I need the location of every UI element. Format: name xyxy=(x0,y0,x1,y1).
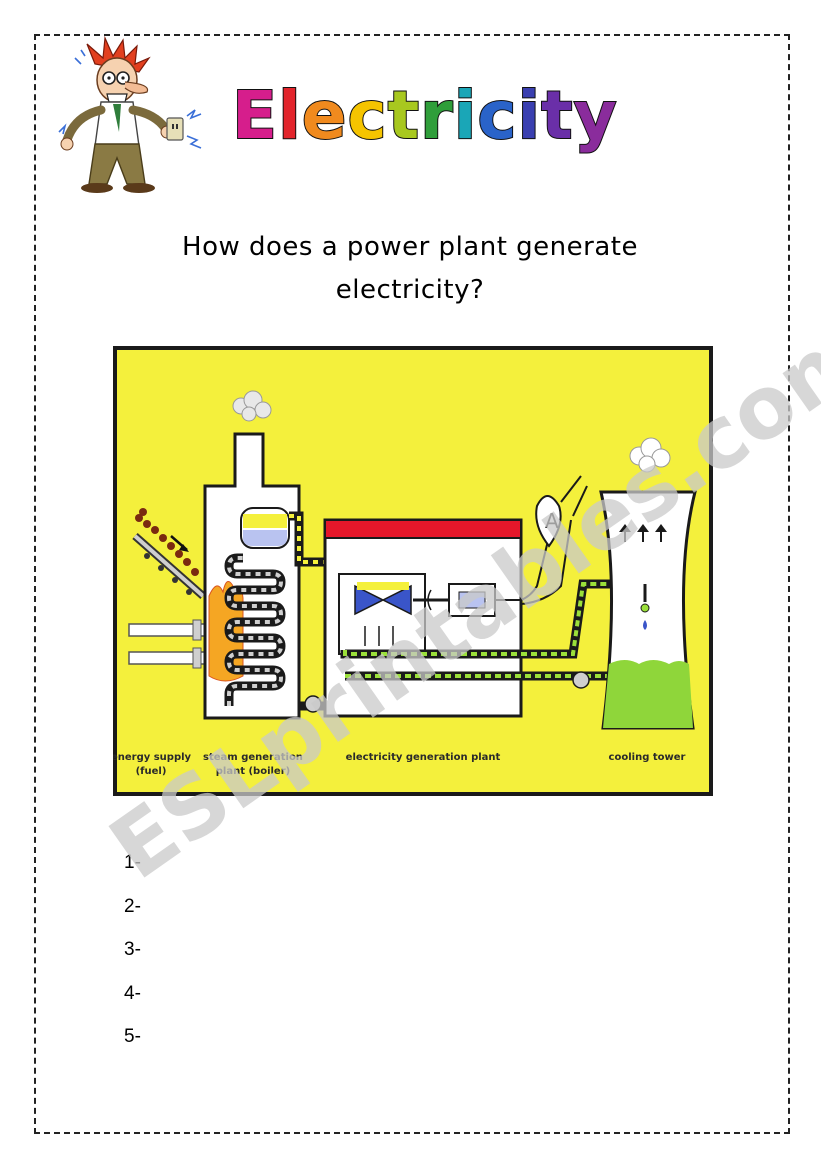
title-letter: l xyxy=(277,76,302,155)
title-letter: i xyxy=(517,76,542,155)
power-plant-diagram: A energy supply (fuel) steam generation xyxy=(113,346,713,796)
label-energy-supply: energy supply xyxy=(113,752,192,763)
question-line-2: electricity? xyxy=(335,275,485,305)
title-letter: c xyxy=(476,76,518,155)
answer-list: 1- 2- 3- 4- 5- xyxy=(124,848,141,1066)
page-title: Electricity xyxy=(231,76,618,156)
answer-line-4[interactable]: 4- xyxy=(124,982,141,1004)
fuel-pipes xyxy=(128,619,206,669)
question-heading: How does a power plant generate electric… xyxy=(100,226,720,312)
label-fuel: (fuel) xyxy=(136,766,167,777)
page-border xyxy=(34,34,790,1134)
title-letter: e xyxy=(301,76,348,155)
label-boiler: plant (boiler) xyxy=(216,766,290,777)
answer-line-1[interactable]: 1- xyxy=(124,852,141,873)
generation-plant xyxy=(323,518,523,718)
electrocuted-man-icon xyxy=(58,36,202,193)
cooling-tower xyxy=(599,437,697,730)
question-line-1: How does a power plant generate xyxy=(182,232,638,262)
title-letter: t xyxy=(387,76,421,155)
title-letter: i xyxy=(453,76,478,155)
label-cooling-tower: cooling tower xyxy=(609,752,686,763)
title-letter: E xyxy=(231,76,279,155)
title-letter: c xyxy=(346,76,388,155)
answer-line-2[interactable]: 2- xyxy=(124,895,141,917)
answer-line-5[interactable]: 5- xyxy=(124,1026,141,1047)
label-electricity-plant: electricity generation plant xyxy=(346,752,501,763)
ammeter-icon: A xyxy=(520,475,588,605)
answer-line-3[interactable]: 3- xyxy=(124,939,141,960)
title-letter: y xyxy=(573,76,618,155)
ammeter-label: A xyxy=(545,509,559,533)
label-steam-generation: steam generation xyxy=(203,752,303,763)
title-letter: r xyxy=(419,76,454,155)
boiler-building xyxy=(203,390,301,720)
fuel-conveyor xyxy=(132,508,206,599)
title-letter: t xyxy=(540,76,574,155)
